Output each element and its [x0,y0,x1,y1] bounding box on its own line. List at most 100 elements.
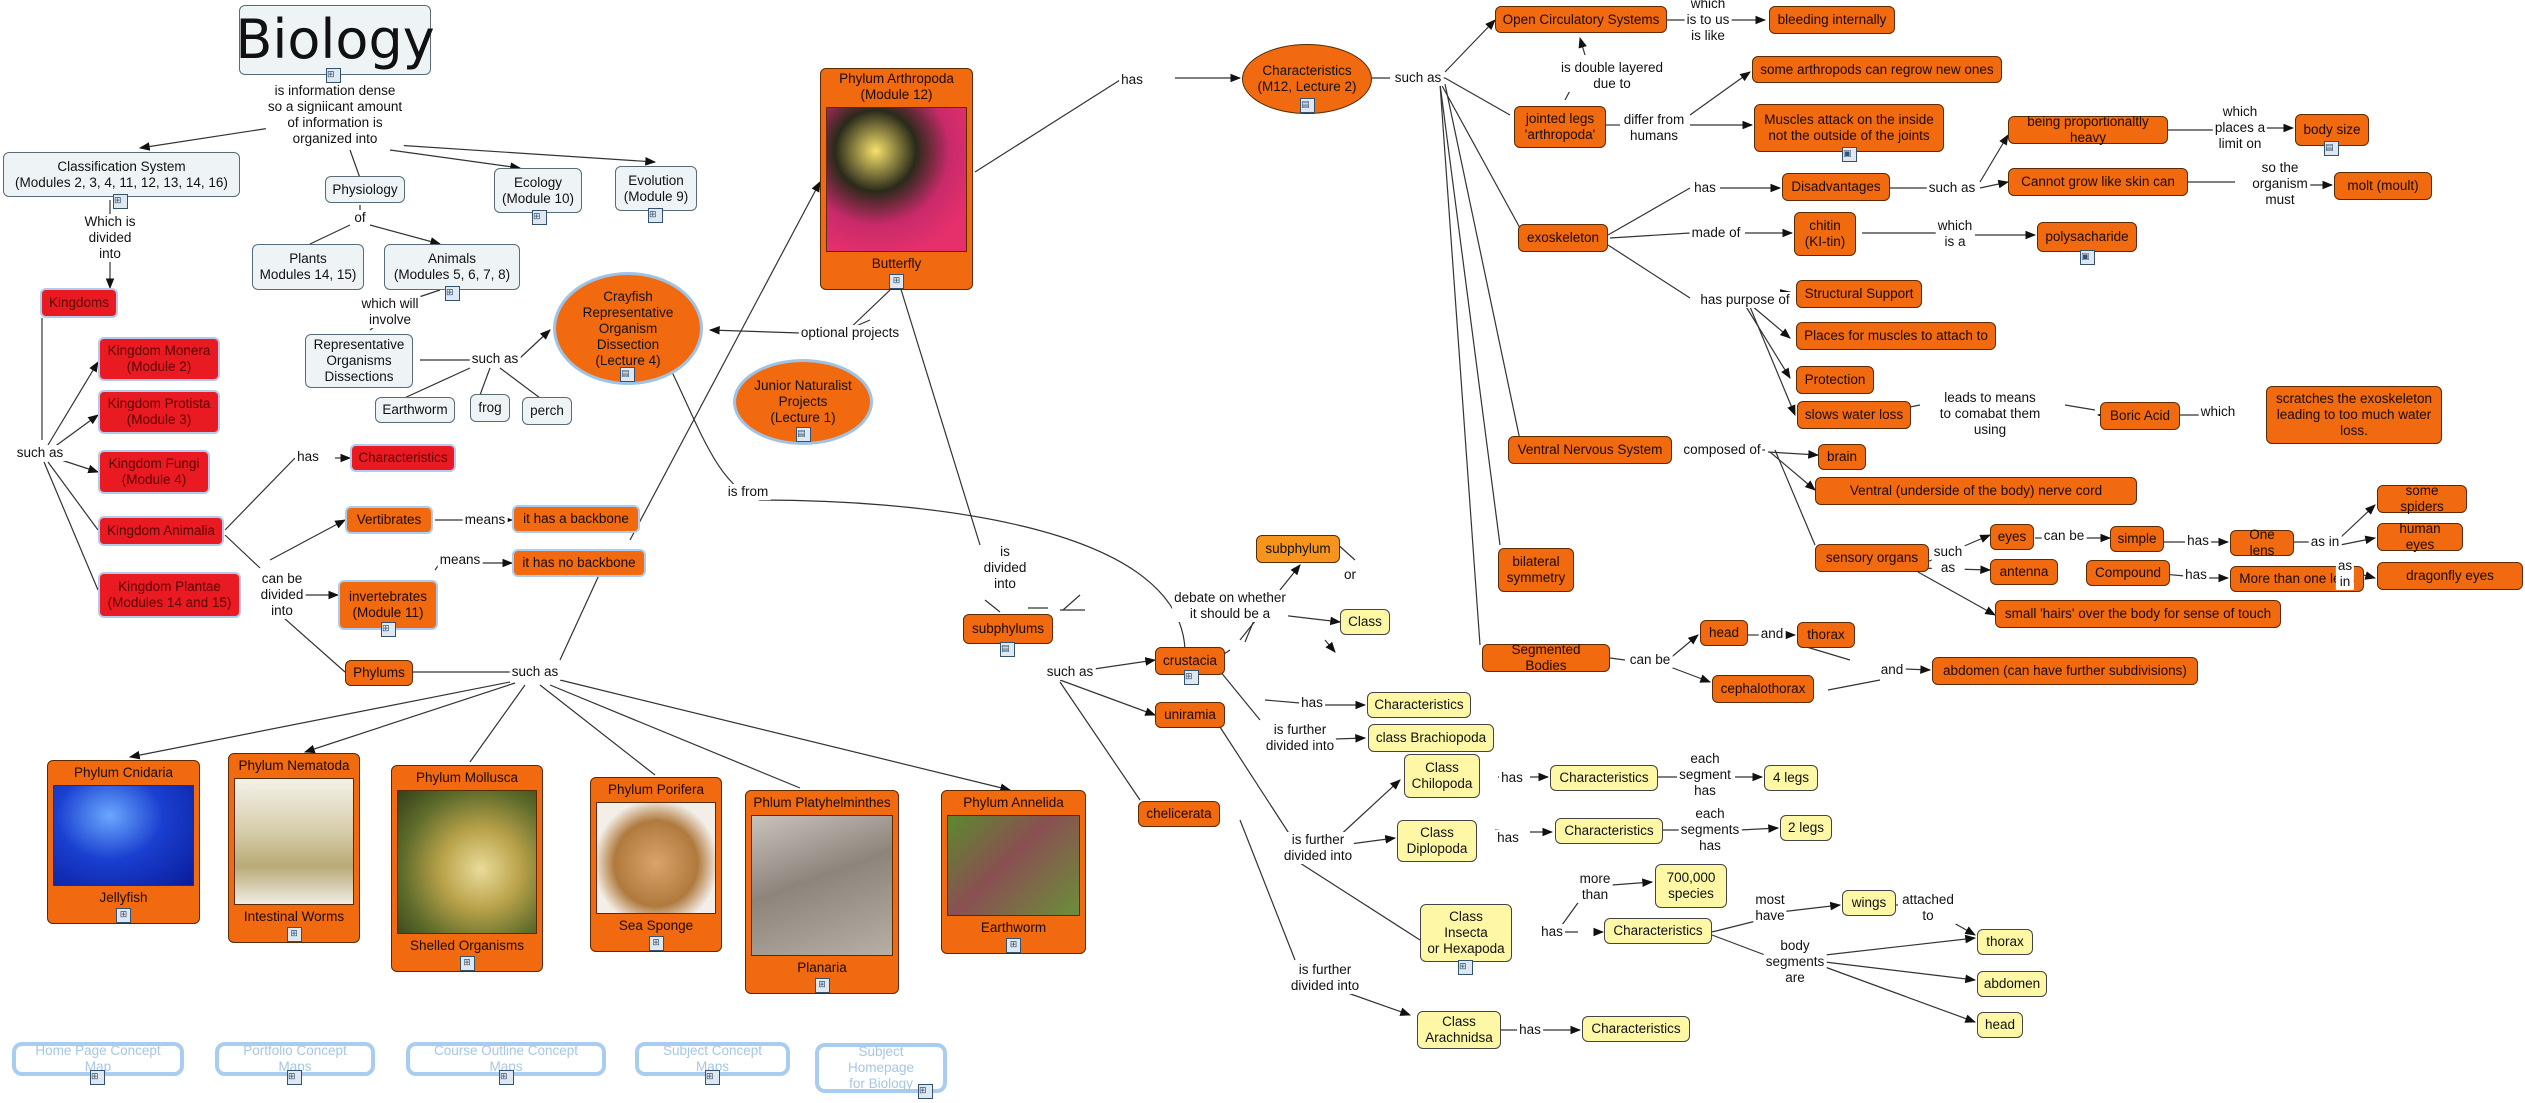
node-four-legs[interactable]: 4 legs [1764,765,1818,791]
concept-map-link-icon[interactable]: ⊞ [648,936,664,951]
concept-map-link-icon[interactable]: ⊞ [113,194,128,209]
concept-map-link-icon[interactable]: ⊞ [116,908,131,923]
concept-map-link-icon[interactable]: ⊞ [445,286,460,301]
node-molt[interactable]: molt (moult) [2334,172,2432,200]
node-thorax-yellow[interactable]: thorax [1977,929,2033,955]
concept-map-link-icon[interactable]: ⊞ [1184,670,1199,685]
node-class-option[interactable]: Class [1340,609,1390,635]
concept-map-link-icon[interactable]: ⊞ [1006,938,1021,953]
node-earthworm-dissection[interactable]: Earthworm [375,397,455,423]
node-open-circulatory[interactable]: Open Circulatory Systems [1495,6,1667,33]
node-kingdom-protista[interactable]: Kingdom Protista (Module 3) [98,390,220,434]
node-phylum-platyhelminthes[interactable]: Phlum Platyhelminthes Planaria ⊞ [745,790,899,994]
node-phylum-mollusca[interactable]: Phylum Mollusca Shelled Organisms ⊞ [391,765,543,972]
concept-map-link-icon[interactable]: ⊞ [381,622,396,637]
node-exoskeleton[interactable]: exoskeleton [1518,224,1608,252]
node-kingdom-plantae[interactable]: Kingdom Plantae (Modules 14 and 15) [98,572,241,618]
node-cannot-grow[interactable]: Cannot grow like skin can [2008,168,2188,196]
node-cephalothorax[interactable]: cephalothorax [1712,675,1814,703]
node-head-orange[interactable]: head [1700,620,1748,646]
concept-map-link-icon[interactable]: ⊞ [918,1084,933,1099]
node-dragonfly-eyes[interactable]: dragonfly eyes [2377,562,2523,590]
node-scratches-exoskeleton[interactable]: scratches the exoskeleton leading to too… [2266,386,2442,444]
node-small-hairs[interactable]: small 'hairs' over the body for sense of… [1995,600,2281,628]
node-ecology[interactable]: Ecology (Module 10) [494,168,582,213]
node-evolution[interactable]: Evolution (Module 9) [615,166,697,211]
node-places-for-muscles[interactable]: Places for muscles to attach to [1796,322,1996,350]
node-class-insecta[interactable]: Class Insecta or Hexapoda [1420,904,1512,962]
node-body-size[interactable]: body size [2295,114,2369,146]
node-boric-acid[interactable]: Boric Acid [2100,402,2180,430]
node-subphylum-option[interactable]: subphylum [1256,535,1340,563]
image-icon[interactable]: ▣ [2080,250,2095,265]
node-crustacia-characteristics[interactable]: Characteristics [1367,692,1471,718]
node-class-arachnidsa[interactable]: Class Arachnidsa [1417,1011,1501,1049]
node-proportionally-heavy[interactable]: being proportionaltly heavy [2008,114,2168,145]
document-icon[interactable]: ▤ [2324,141,2339,156]
node-representative-organisms[interactable]: Representative Organisms Dissections [305,334,413,388]
node-perch[interactable]: perch [522,397,572,425]
node-head-yellow[interactable]: head [1977,1012,2023,1038]
node-brain[interactable]: brain [1818,444,1866,470]
node-animalia-characteristics[interactable]: Characteristics [350,444,456,472]
node-subphylums[interactable]: subphylums [963,614,1053,644]
node-compound[interactable]: Compound [2086,560,2170,586]
node-ventral-nerve-cord[interactable]: Ventral (underside of the body) nerve co… [1815,477,2137,505]
node-plants[interactable]: Plants Modules 14, 15) [252,244,364,290]
concept-map-link-icon[interactable]: ⊞ [532,210,547,225]
concept-map-link-icon[interactable]: ⊞ [814,978,830,993]
node-wings[interactable]: wings [1842,890,1896,916]
node-kingdom-monera[interactable]: Kingdom Monera (Module 2) [98,337,220,381]
node-insecta-characteristics[interactable]: Characteristics [1604,918,1712,944]
node-no-backbone[interactable]: it has no backbone [512,549,646,577]
node-vertibrates[interactable]: Vertibrates [345,506,433,534]
node-simple[interactable]: simple [2110,526,2164,552]
node-phylum-annelida[interactable]: Phylum Annelida Earthworm ⊞ [941,790,1086,954]
node-has-backbone[interactable]: it has a backbone [512,505,640,533]
concept-map-link-icon[interactable]: ⊞ [286,927,302,942]
node-class-diplopoda[interactable]: Class Diplopoda [1397,820,1477,862]
node-polysacharide[interactable]: polysacharide [2037,222,2137,252]
node-physiology[interactable]: Physiology [325,176,405,203]
concept-map-link-icon[interactable]: ⊞ [499,1070,514,1085]
node-human-eyes[interactable]: human eyes [2377,521,2463,552]
biology-title-node[interactable]: Biology [235,5,435,75]
document-icon[interactable]: ▤ [796,427,811,442]
node-structural-support[interactable]: Structural Support [1796,280,1922,308]
node-kingdom-fungi[interactable]: Kingdom Fungi (Module 4) [98,450,210,494]
node-jointed-legs[interactable]: jointed legs 'arthropoda' [1514,106,1606,148]
node-phylum-porifera[interactable]: Phylum Porifera Sea Sponge ⊞ [590,777,722,952]
node-abdomen-orange[interactable]: abdomen (can have further subdivisions) [1932,657,2198,685]
concept-map-link-icon[interactable]: ⊞ [889,274,904,289]
node-crayfish-dissection[interactable]: Crayfish Representative Organism Dissect… [553,272,703,385]
document-icon[interactable]: ▤ [1300,98,1315,113]
node-phylum-nematoda[interactable]: Phylum Nematoda Intestinal Worms ⊞ [228,753,360,943]
node-class-brachiopoda[interactable]: class Brachiopoda [1368,724,1494,752]
concept-map-link-icon[interactable]: ⊞ [705,1070,720,1085]
concept-map-link-icon[interactable]: ⊞ [459,956,475,971]
node-kingdoms[interactable]: Kingdoms [40,288,118,318]
node-arachnidsa-characteristics[interactable]: Characteristics [1582,1016,1690,1042]
node-abdomen-yellow[interactable]: abdomen [1977,971,2047,997]
node-ventral-nervous-system[interactable]: Ventral Nervous System [1508,436,1672,464]
node-phylum-cnidaria[interactable]: Phylum Cnidaria Jellyfish ⊞ [47,760,200,924]
node-chilopoda-characteristics[interactable]: Characteristics [1550,765,1658,791]
node-chitin[interactable]: chitin (KI-tin) [1794,212,1856,256]
node-protection[interactable]: Protection [1796,366,1874,394]
node-diplopoda-characteristics[interactable]: Characteristics [1555,818,1663,844]
concept-map-link-icon[interactable]: ⊞ [648,208,663,223]
node-regrow[interactable]: some arthropods can regrow new ones [1752,56,2002,83]
node-segmented-bodies[interactable]: Segmented Bodies [1482,642,1610,673]
node-animals[interactable]: Animals (Modules 5, 6, 7, 8) [384,244,520,290]
node-disadvantages[interactable]: Disadvantages [1782,173,1890,201]
node-eyes[interactable]: eyes [1990,524,2034,550]
image-icon[interactable]: ▣ [1842,147,1857,162]
node-phylum-arthropoda[interactable]: Phylum Arthropoda (Module 12) Butterfly … [820,68,973,290]
node-some-spiders[interactable]: some spiders [2377,483,2467,514]
node-sensory-organs[interactable]: sensory organs [1815,544,1929,572]
node-bilateral-symmetry[interactable]: bilateral symmetry [1498,548,1574,592]
concept-map-link-icon[interactable]: ⊞ [287,1070,302,1085]
node-antenna[interactable]: antenna [1990,559,2058,585]
node-thorax-orange[interactable]: thorax [1797,622,1855,648]
concept-map-link-icon[interactable]: ⊞ [90,1070,105,1085]
